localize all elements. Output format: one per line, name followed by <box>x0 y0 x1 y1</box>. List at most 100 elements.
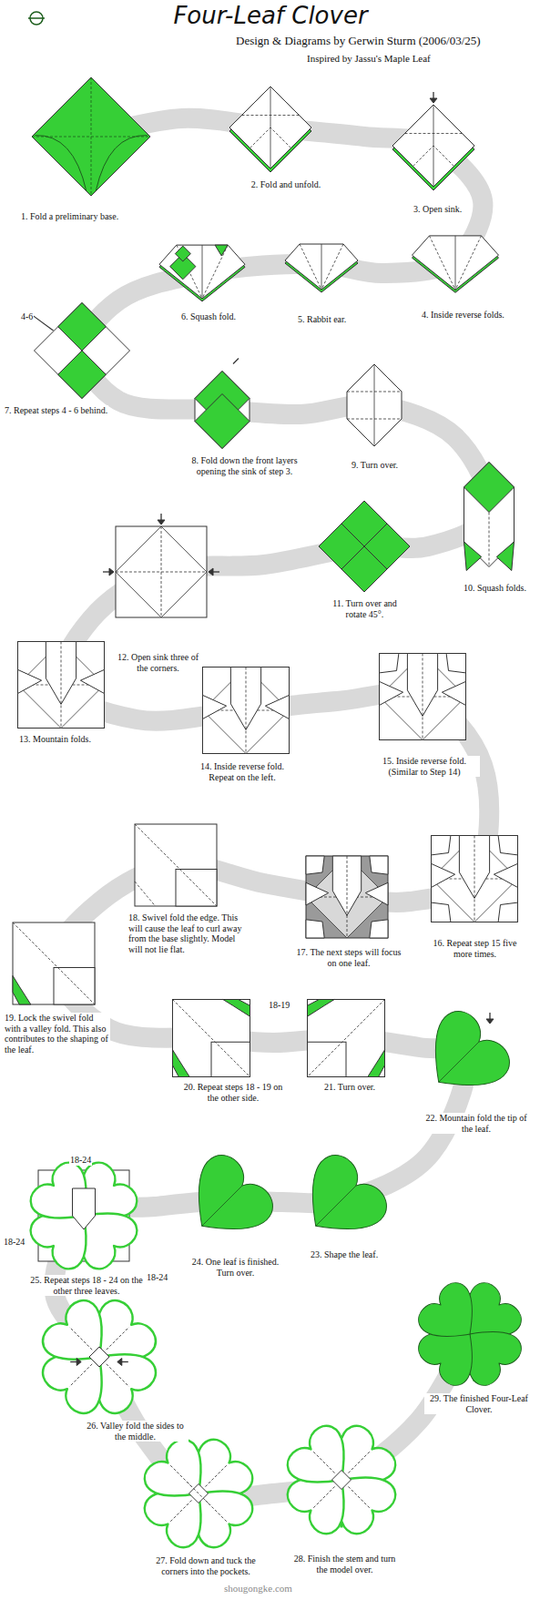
step-figure <box>36 1293 163 1420</box>
crease-line <box>374 364 376 447</box>
paper-layer <box>115 526 207 618</box>
callout-number: 18-24 <box>69 1154 92 1166</box>
crease-line <box>161 526 163 618</box>
step-caption: 6. Squash fold. <box>180 311 237 323</box>
paper-layer <box>412 235 500 290</box>
leaf <box>286 1147 396 1256</box>
paper-layer <box>431 835 451 856</box>
step-caption: 16. Repeat step 15 five more times. <box>426 937 524 959</box>
crease-line <box>173 999 251 1078</box>
crease-line <box>69 1364 92 1387</box>
step-figure <box>346 364 402 447</box>
step-caption: 26. Valley fold the sides to the middle. <box>81 1420 189 1442</box>
paper-layer <box>203 667 290 754</box>
step-figure <box>305 855 388 938</box>
fold-line <box>34 135 87 192</box>
step-figure <box>379 653 467 741</box>
leaf <box>409 1003 519 1112</box>
paper-layer <box>493 863 518 887</box>
paper-layer <box>407 653 438 717</box>
step-caption: 11. Turn over and rotate 45°. <box>320 598 409 620</box>
step-caption: 4. Inside reverse folds. <box>420 309 506 321</box>
paper-layer <box>223 999 251 1018</box>
paper-layer <box>305 855 388 938</box>
paper-layer <box>31 77 151 196</box>
paper-layer <box>369 919 388 938</box>
paper-layer <box>229 86 312 169</box>
paper-layer <box>392 104 475 187</box>
crease-line <box>106 1326 130 1350</box>
diagram-title: Four-Leaf Clover <box>173 1 367 30</box>
step-figure <box>464 462 515 571</box>
paper-layer <box>305 882 329 906</box>
paper-layer <box>80 669 104 693</box>
crease-line <box>270 127 292 149</box>
paper-layer <box>173 999 251 1078</box>
step-caption: 8. Fold down the front layers opening th… <box>182 455 307 477</box>
step-figure <box>409 1003 519 1112</box>
paper-layer <box>305 855 325 875</box>
step-caption: 1. Fold a preliminary base. <box>20 211 168 223</box>
crease-line <box>202 244 204 299</box>
step-caption: 21. Turn over. <box>323 1081 377 1093</box>
crease-line <box>313 1451 336 1474</box>
fold-arrow <box>486 1018 494 1024</box>
paper-layer <box>174 245 191 262</box>
paper-layer <box>458 835 490 899</box>
step-caption: 15. Inside reverse fold. (Similar to Ste… <box>368 755 480 777</box>
paper-layer <box>464 541 482 571</box>
crease-line <box>204 1465 227 1488</box>
step-figure <box>412 1276 528 1392</box>
step-caption: 22. Mountain fold the tip of the leaf. <box>420 1112 532 1134</box>
step-caption: 28. Finish the stem and turn the model o… <box>291 1553 398 1575</box>
paper-layer <box>379 653 399 673</box>
paper-layer <box>285 244 358 290</box>
crease-line <box>202 244 228 299</box>
crease-line <box>455 235 457 290</box>
paper-layer <box>365 882 388 906</box>
step-figure <box>134 824 217 907</box>
paper-layer <box>305 855 388 938</box>
crease-line <box>347 1486 370 1508</box>
step-figure <box>285 244 358 293</box>
crease-line <box>429 235 457 290</box>
step-figure <box>307 999 386 1078</box>
step-caption: 19. Lock the swivel fold with a valley f… <box>3 1012 111 1055</box>
paper-layer <box>203 694 227 719</box>
paper-layer <box>12 976 31 1006</box>
step-caption: 25. Repeat steps 18 - 24 on the other th… <box>27 1274 146 1296</box>
step-figure <box>281 1419 402 1540</box>
paper-layer <box>305 919 325 938</box>
leaf <box>138 1433 221 1516</box>
step-figure <box>138 1433 259 1554</box>
crease-line <box>134 824 217 907</box>
step-figure <box>318 500 410 592</box>
crease-line <box>313 1486 336 1508</box>
paper-layer <box>379 653 467 741</box>
fold-line <box>95 135 148 192</box>
crease-line <box>134 881 156 907</box>
step-figure <box>173 1147 282 1256</box>
fold-arrow <box>109 568 114 576</box>
paper-layer <box>431 863 456 887</box>
leaf <box>138 1433 221 1516</box>
step-caption: 3. Open sink. <box>412 203 463 215</box>
step-caption: 17. The next steps will focus on one lea… <box>293 947 405 968</box>
paper-layer <box>346 364 402 447</box>
watermark: shougongke.com <box>223 1582 294 1595</box>
crease-line <box>186 1481 210 1505</box>
leaf <box>412 1276 491 1356</box>
crease-line <box>170 1499 193 1522</box>
step-figure <box>173 999 251 1078</box>
callout-number: 18-24 <box>2 1236 26 1248</box>
crease-line <box>474 835 476 899</box>
fold-arrow <box>429 98 438 103</box>
paper-layer <box>18 641 105 729</box>
paper-layer <box>446 653 466 673</box>
step-figure <box>431 835 519 923</box>
step-caption: 14. Inside reverse fold. Repeat on the l… <box>186 761 298 783</box>
step-figure <box>286 1147 396 1256</box>
step-figure <box>31 77 151 196</box>
crease-line <box>321 244 323 290</box>
